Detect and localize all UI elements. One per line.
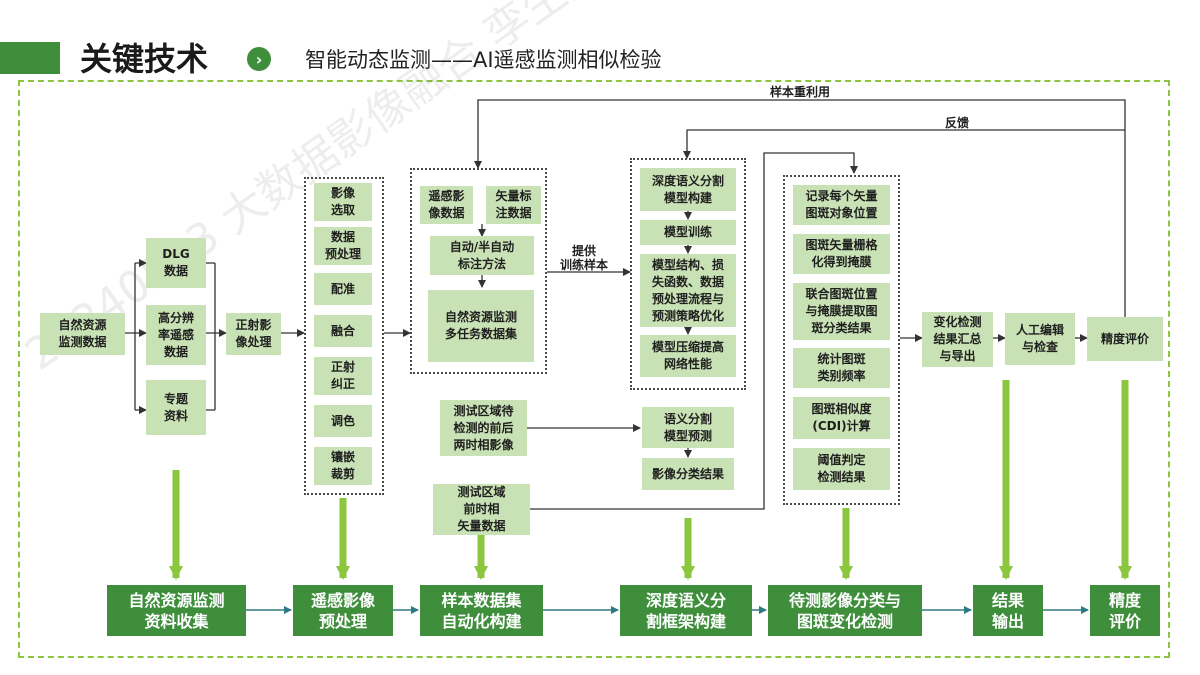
preprocess-step-3: 配准: [314, 273, 372, 305]
accuracy-eval: 精度评价: [1087, 317, 1163, 361]
change-detection-group: [783, 175, 900, 505]
dl-model-compress: 模型压缩提高 网络性能: [640, 335, 736, 377]
preprocess-step-2: 数据 预处理: [314, 227, 372, 265]
stage-preprocess: 遥感影像 预处理: [293, 585, 393, 636]
ortho-processing: 正射影 像处理: [226, 313, 281, 355]
preprocess-step-4: 融合: [314, 315, 372, 347]
stage-output: 结果 输出: [973, 585, 1043, 636]
diagram-frame: [18, 80, 1170, 658]
classify-result: 影像分类结果: [642, 458, 734, 490]
dl-model-train: 模型训练: [640, 220, 736, 245]
preprocess-step-6: 调色: [314, 405, 372, 437]
semantic-predict: 语义分割 模型预测: [642, 407, 734, 448]
page-title: 关键技术: [80, 40, 209, 78]
chevron-right-icon: ›: [247, 47, 271, 71]
test-images: 测试区域待 检测的前后 两时相影像: [440, 400, 527, 456]
cd-step-6: 阈值判定 检测结果: [793, 448, 890, 490]
sample-group: [410, 168, 547, 374]
dlg-data: DLG 数据: [146, 238, 206, 288]
dl-model-build: 深度语义分割 模型构建: [640, 168, 736, 211]
stage-sample-build: 样本数据集 自动化构建: [420, 585, 543, 636]
provide-samples-label: 提供 训练样本: [560, 244, 609, 272]
cd-step-4: 统计图斑 类别频率: [793, 348, 890, 388]
cd-step-2: 图斑矢量栅格 化得到掩膜: [793, 234, 890, 274]
auto-label-method: 自动/半自动 标注方法: [430, 236, 534, 275]
stage-accuracy: 精度 评价: [1090, 585, 1160, 636]
manual-edit: 人工编辑 与检查: [1005, 313, 1075, 365]
preprocess-step-5: 正射 纠正: [314, 357, 372, 395]
feedback-label: 反馈: [945, 116, 970, 130]
vector-label-data: 矢量标 注数据: [486, 186, 541, 224]
stage-change-detection: 待测影像分类与 图斑变化检测: [768, 585, 922, 636]
dl-model-optimize: 模型结构、损 失函数、数据 预处理流程与 预测策略优化: [640, 254, 736, 327]
export-results: 变化检测 结果汇总 与导出: [922, 312, 993, 367]
test-vectors: 测试区域 前时相 矢量数据: [433, 484, 530, 535]
preprocess-step-1: 影像 选取: [314, 183, 372, 221]
cd-step-1: 记录每个矢量 图斑对象位置: [793, 185, 890, 225]
thematic-data: 专题 资料: [146, 380, 206, 435]
multitask-dataset: 自然资源监测 多任务数据集: [428, 290, 534, 362]
reuse-label: 样本重利用: [770, 85, 831, 99]
stage-data-collection: 自然资源监测 资料收集: [107, 585, 246, 636]
stage-deep-learning: 深度语义分 割框架构建: [620, 585, 752, 636]
preprocess-group: [304, 177, 384, 495]
cd-step-3: 联合图斑位置 与掩膜提取图 斑分类结果: [793, 283, 890, 340]
high-res-data: 高分辨 率遥感 数据: [146, 305, 206, 365]
page-subtitle: 智能动态监测——AI遥感监测相似检验: [305, 48, 662, 72]
preprocess-step-7: 镶嵌 裁剪: [314, 447, 372, 485]
header-bar: [0, 42, 60, 74]
cd-step-5: 图斑相似度 (CDI)计算: [793, 397, 890, 439]
rs-image-data: 遥感影 像数据: [420, 186, 473, 224]
deep-learning-group: [630, 158, 746, 390]
natural-resource-data: 自然资源 监测数据: [40, 313, 125, 355]
